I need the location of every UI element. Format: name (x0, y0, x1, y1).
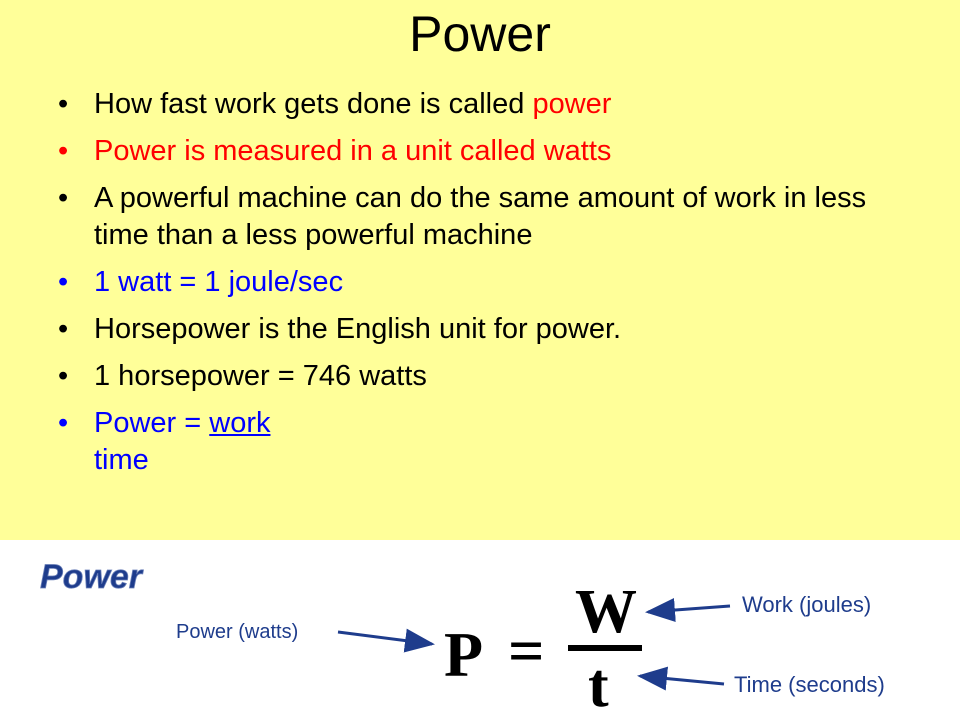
formula-denominator: time (94, 444, 149, 476)
bullet-text: How fast work gets done is called (94, 88, 533, 120)
power-formula-svg: Power Power (watts) P = W t Work (joules… (40, 558, 885, 720)
bullet-item: • Power is measured in a unit called wat… (58, 133, 918, 170)
bullet-text: A powerful machine can do the same amoun… (94, 182, 867, 251)
power-formula-diagram: Power Power (watts) P = W t Work (joules… (0, 540, 960, 720)
bullet-item: • How fast work gets done is called powe… (58, 86, 918, 123)
bullet-text: Horsepower is the English unit for power… (94, 313, 622, 345)
bullet-dot: • (58, 313, 69, 345)
formula-prefix: Power = (94, 407, 210, 439)
bullet-dot: • (58, 266, 69, 298)
bullet-item: • Horsepower is the English unit for pow… (58, 311, 918, 348)
bullet-dot: • (58, 88, 69, 120)
bullet-dot: • (58, 360, 69, 392)
bullet-text: 1 watt = 1 joule/sec (94, 266, 344, 298)
arrow-to-p (337, 628, 435, 653)
formula-denominator-line: time (58, 442, 918, 479)
symbol-equals: = (508, 615, 544, 686)
bullet-text-highlight: power (532, 88, 612, 120)
diagram-heading: Power (40, 558, 144, 596)
bullet-item: • A powerful machine can do the same amo… (58, 180, 918, 254)
bullet-text: 1 horsepower = 746 watts (94, 360, 427, 392)
slide-top-area: Power • How fast work gets done is calle… (58, 6, 918, 489)
formula-numerator: work (209, 407, 271, 439)
label-work-joules: Work (joules) (742, 592, 871, 617)
symbol-p: P (444, 619, 483, 690)
bullet-list: • How fast work gets done is called powe… (58, 86, 918, 489)
bullet-item: • 1 horsepower = 746 watts (58, 358, 918, 395)
label-time-seconds: Time (seconds) (734, 672, 885, 697)
arrow-to-t (637, 666, 725, 691)
slide-title: Power (409, 6, 551, 62)
arrow-to-w (645, 598, 731, 622)
bullet-item-formula: • Power = work (58, 405, 918, 442)
bullet-dot: • (58, 135, 69, 167)
bullet-text: Power is measured in a unit called watts (94, 135, 612, 167)
bullet-item: • 1 watt = 1 joule/sec (58, 264, 918, 301)
label-power-watts: Power (watts) (176, 621, 298, 643)
bullet-dot: • (58, 182, 69, 214)
bullet-dot: • (58, 407, 69, 439)
symbol-t: t (588, 652, 609, 720)
symbol-w: W (575, 578, 637, 646)
